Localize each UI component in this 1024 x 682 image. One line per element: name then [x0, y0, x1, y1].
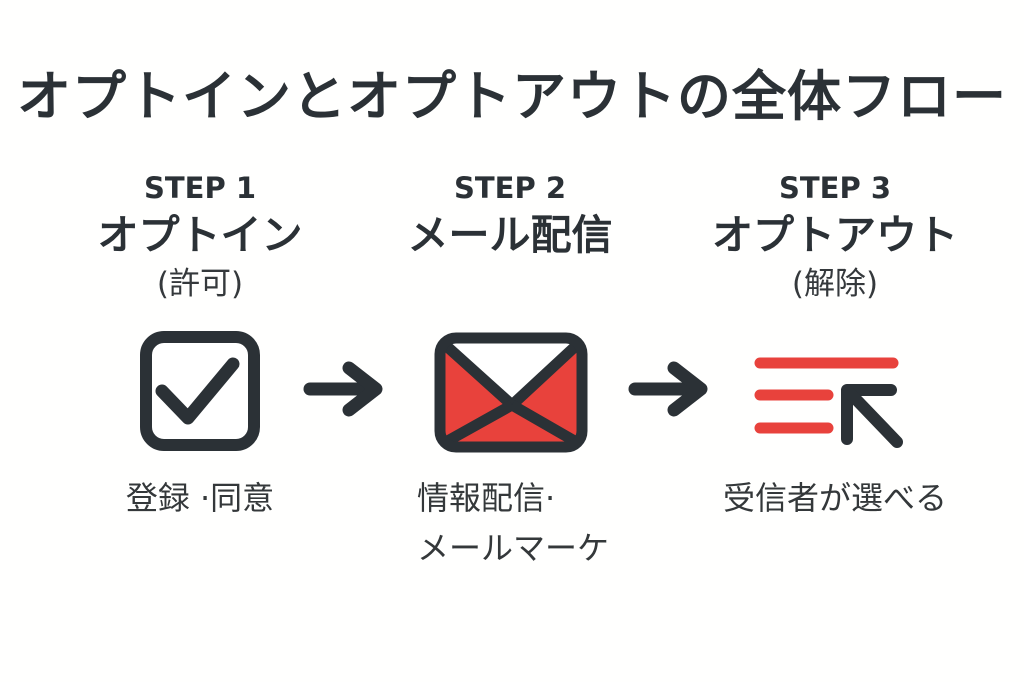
step-label: STEP 1: [143, 171, 256, 205]
step-label: STEP 2: [453, 171, 566, 205]
step-column-2: STEP 2 メール配信: [350, 168, 670, 306]
step-caption: 受信者が選べる: [675, 473, 995, 523]
step-annotation: (許可): [156, 266, 244, 302]
step-name: オプトアウト: [712, 211, 958, 259]
opt-out-arrow-icon: [753, 352, 903, 452]
caption-line: 受信者が選べる: [722, 479, 947, 517]
arrow-right-icon: [303, 360, 391, 422]
checkbox-icon: [138, 329, 262, 457]
step-column-1: STEP 1 オプトイン (許可): [40, 168, 360, 306]
caption-line: メールマーケ: [417, 529, 610, 567]
step-annotation: (解除): [791, 266, 879, 302]
arrow-right-icon: [628, 360, 716, 422]
mail-icon: [434, 332, 588, 457]
step-column-3: STEP 3 オプトアウト (解除): [675, 168, 995, 306]
step-caption: 情報配信· メールマーケ: [417, 473, 609, 573]
step-annotation: [350, 262, 670, 306]
caption-line: 登録 ·同意: [125, 479, 275, 517]
caption-line: 情報配信·: [417, 479, 556, 517]
step-caption: 登録 ·同意: [40, 473, 360, 523]
step-label: STEP 3: [778, 171, 891, 205]
step-name: メール配信: [407, 211, 613, 259]
step-name: オプトイン: [97, 211, 303, 259]
page-title: オプトインとオプトアウトの全体フロー: [17, 65, 1007, 128]
